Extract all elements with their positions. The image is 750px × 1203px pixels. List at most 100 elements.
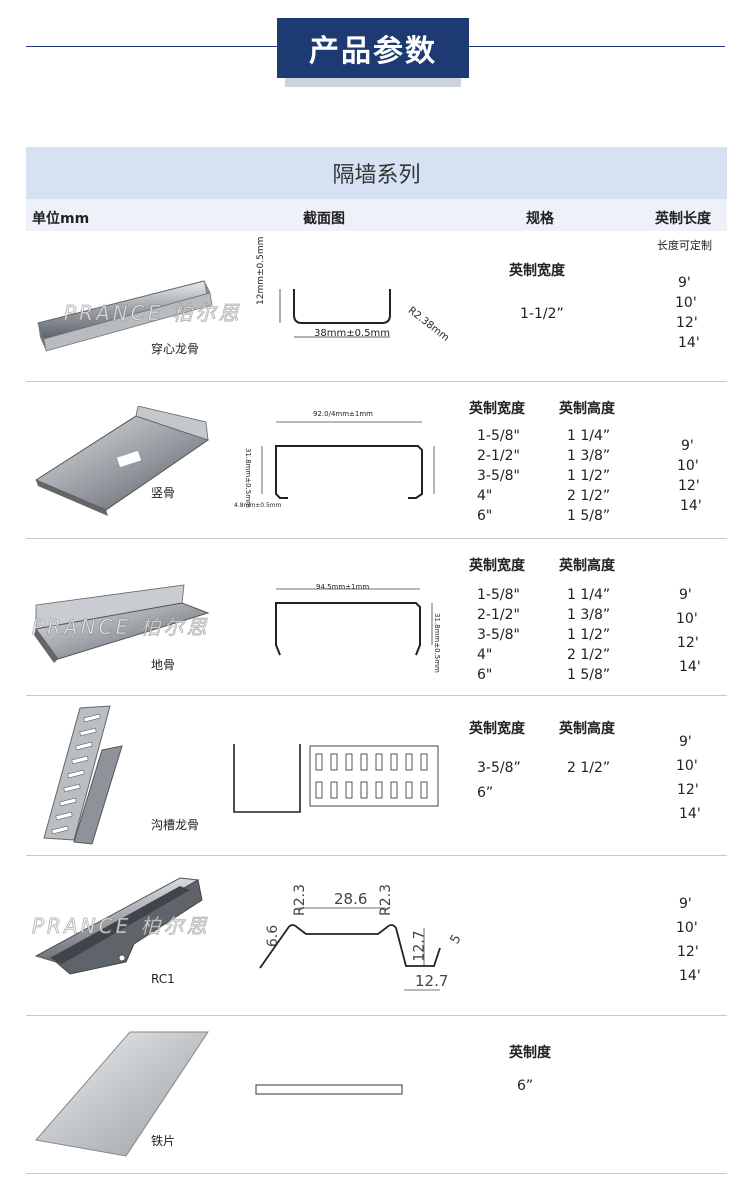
spec-height-label: 英制高度	[559, 558, 615, 574]
header-shadow	[285, 78, 461, 87]
watermark: PRANCE 柏尔思	[32, 615, 210, 640]
col-spec: 规格	[526, 211, 554, 227]
spec-height-3: 1 1/2”	[567, 468, 611, 484]
table-row-cross-channel: 长度可定制 PRANCE 柏尔思 穿心龙骨 38mm±0.5mm 12mm±0.…	[26, 231, 727, 382]
length-14: 14'	[679, 806, 701, 822]
length-10: 10'	[677, 458, 699, 474]
length-9: 9'	[678, 275, 691, 291]
length-12: 12'	[677, 944, 699, 960]
product-name: 沟槽龙骨	[151, 818, 200, 832]
length-9: 9'	[681, 438, 694, 454]
length-9: 9'	[679, 896, 692, 912]
table-row-rc1: PRANCE 柏尔思 RC1 28.6 R2.3 R2.3 6.6 12.7 1…	[26, 856, 727, 1016]
header-line-left	[26, 46, 277, 47]
rc1-image	[34, 877, 203, 975]
spec-width-5: 6"	[477, 667, 493, 683]
dim-width: 94.5mm±1mm	[316, 583, 370, 591]
col-length: 英制长度	[655, 211, 711, 227]
dim-radius-right: R2.3	[378, 884, 394, 916]
watermark: PRANCE 柏尔思	[32, 914, 210, 939]
track-image	[34, 584, 210, 663]
spec-width-2: 2-1/2"	[477, 607, 520, 623]
spec-width-2: 6”	[477, 785, 494, 801]
dim-width: 92.0/4mm±1mm	[313, 410, 373, 418]
spec-height-5: 1 5/8”	[567, 667, 611, 683]
series-title: 隔墙系列	[26, 147, 727, 199]
spec-width-1: 3-5/8”	[477, 760, 521, 776]
length-14: 14'	[680, 498, 702, 514]
dim-radius-left: R2.3	[292, 884, 308, 916]
length-14: 14'	[679, 659, 701, 675]
cross-channel-image	[37, 280, 213, 352]
dim-lip: 4.8mm±0.5mm	[234, 502, 282, 509]
length-10: 10'	[676, 758, 698, 774]
product-name: 穿心龙骨	[151, 342, 200, 356]
length-12: 12'	[677, 635, 699, 651]
cross-channel-section-drawing	[279, 289, 391, 338]
dim-height: 12mm±0.5mm	[256, 236, 266, 305]
rc1-section-drawing	[259, 907, 441, 991]
length-9: 9'	[679, 734, 692, 750]
spec-width-4: 4"	[477, 488, 493, 504]
col-unit: 单位mm	[32, 211, 90, 227]
length-14: 14'	[678, 335, 700, 351]
spec-height-2: 1 3/8”	[567, 607, 611, 623]
spec-width-label: 英制宽度	[469, 401, 525, 417]
spec-width-3: 3-5/8"	[477, 627, 520, 643]
spec-width: 1-1/2”	[520, 306, 564, 322]
dim-height: 31.8mm±0.5mm	[433, 613, 441, 673]
product-name: 地骨	[151, 658, 176, 672]
length-9: 9'	[679, 587, 692, 603]
spec-width-3: 3-5/8"	[477, 468, 520, 484]
table-row-steel-strip: 铁片 英制度 6”	[26, 1016, 727, 1174]
spec-height-1: 1 1/4”	[567, 587, 611, 603]
spec-width-label: 英制宽度	[509, 263, 565, 279]
spec-width-1: 6”	[517, 1078, 534, 1094]
dim-left: 6.6	[265, 924, 282, 948]
length-14: 14'	[679, 968, 701, 984]
length-note: 长度可定制	[657, 239, 712, 252]
dim-width: 38mm±0.5mm	[314, 328, 390, 339]
col-section: 截面图	[303, 211, 345, 227]
spec-height-4: 2 1/2”	[567, 488, 611, 504]
spec-width-4: 4"	[477, 647, 493, 663]
length-10: 10'	[675, 295, 697, 311]
dim-height: 31.8mm±0.5mm	[244, 448, 252, 508]
spec-height-label: 英制高度	[559, 721, 615, 737]
length-12: 12'	[677, 782, 699, 798]
slotted-channel-section-drawing	[233, 744, 439, 813]
length-12: 12'	[678, 478, 700, 494]
stud-image	[34, 406, 210, 516]
spec-height-2: 1 3/8”	[567, 448, 611, 464]
spec-width-label: 英制宽度	[469, 558, 525, 574]
steel-strip-image	[35, 1031, 209, 1157]
table-row-track: PRANCE 柏尔思 地骨 94.5mm±1mm 31.8mm±0.5mm 英制…	[26, 539, 727, 696]
length-10: 10'	[676, 611, 698, 627]
watermark: PRANCE 柏尔思	[64, 301, 242, 326]
spec-height-label: 英制高度	[559, 401, 615, 417]
spec-width-1: 1-5/8"	[477, 428, 520, 444]
track-section-drawing	[275, 588, 433, 656]
spec-height-1: 1 1/4”	[567, 428, 611, 444]
dim-bottom: 12.7	[415, 972, 449, 990]
page-title: 产品参数	[277, 18, 469, 78]
spec-width-5: 6"	[477, 508, 493, 524]
spec-width-label: 英制度	[509, 1045, 551, 1061]
product-name: 竖骨	[151, 486, 176, 500]
spec-height-1: 2 1/2”	[567, 760, 611, 776]
column-header: 单位mm 截面图 规格 英制长度	[26, 199, 727, 231]
spec-height-4: 2 1/2”	[567, 647, 611, 663]
steel-strip-section-drawing	[255, 1084, 403, 1095]
dim-depth: 12.7	[411, 930, 428, 962]
spec-height-3: 1 1/2”	[567, 627, 611, 643]
slotted-channel-image	[43, 705, 123, 845]
header-line-right	[469, 46, 725, 47]
length-12: 12'	[676, 315, 698, 331]
stud-section-drawing	[261, 421, 435, 499]
spec-width-1: 1-5/8"	[477, 587, 520, 603]
length-10: 10'	[676, 920, 698, 936]
spec-height-5: 1 5/8”	[567, 508, 611, 524]
spec-width-label: 英制宽度	[469, 721, 525, 737]
table-row-stud: 竖骨 92.0/4mm±1mm 31.8mm±0.5mm 4.8mm±0.5mm…	[26, 382, 727, 539]
product-name: RC1	[151, 972, 175, 986]
